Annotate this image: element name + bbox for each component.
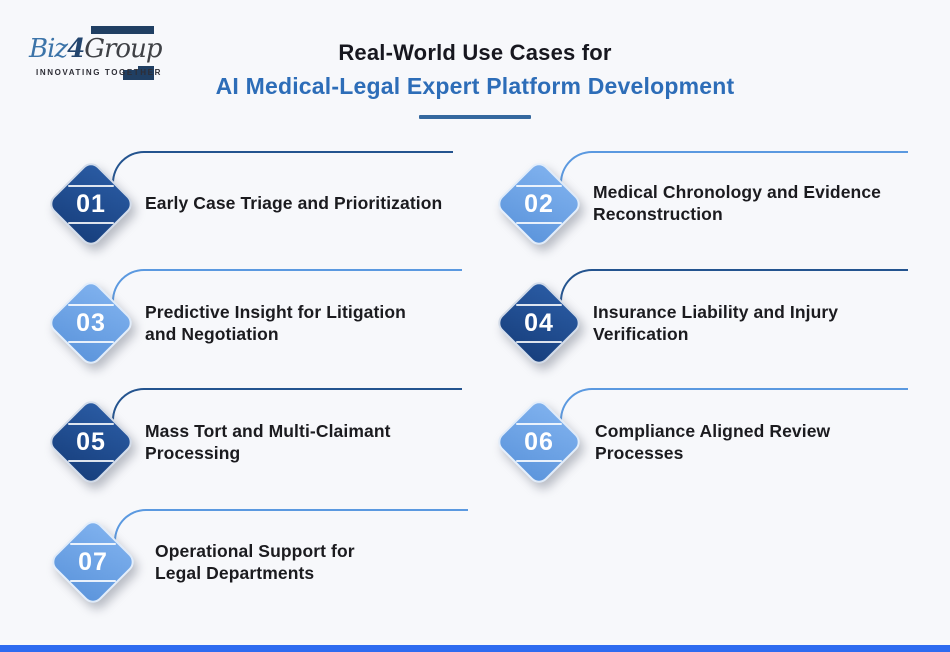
number-rule-bottom <box>70 579 116 582</box>
use-case-label: Predictive Insight for Litigation and Ne… <box>145 301 406 344</box>
page-title: Real-World Use Cases for AI Medical-Lega… <box>0 40 950 119</box>
use-case-label: Mass Tort and Multi-Claimant Processing <box>145 420 391 463</box>
logo-text-4: 4 <box>67 34 85 64</box>
number-rule-top <box>516 184 562 187</box>
title-line-2: AI Medical-Legal Expert Platform Develop… <box>215 73 735 99</box>
connector-line <box>112 388 462 422</box>
use-case-number: 07 <box>78 547 108 576</box>
number-rule-top <box>68 303 114 306</box>
title-line-1: Real-World Use Cases for <box>338 40 612 65</box>
diamond-shape: 03 <box>45 277 137 369</box>
use-case-label: Operational Support for Legal Department… <box>155 540 355 583</box>
number-diamond: 07 <box>47 516 139 608</box>
number-rule-bottom <box>68 221 114 224</box>
use-case-label: Early Case Triage and Prioritization <box>145 192 443 213</box>
number-rule-bottom <box>516 340 562 343</box>
use-case-number: 05 <box>76 427 106 456</box>
use-case-number: 04 <box>524 308 554 337</box>
use-case-label: Medical Chronology and Evidence Reconstr… <box>593 181 882 224</box>
diamond-content: 05 <box>61 412 121 472</box>
number-rule-bottom <box>516 459 562 462</box>
use-case-number: 03 <box>76 308 106 337</box>
connector-line <box>560 269 908 303</box>
diamond-shape: 05 <box>45 396 137 488</box>
number-rule-bottom <box>68 340 114 343</box>
number-rule-bottom <box>516 221 562 224</box>
diamond-content: 07 <box>63 532 123 592</box>
number-diamond: 03 <box>45 277 137 369</box>
use-case-number: 06 <box>524 427 554 456</box>
diamond-shape: 06 <box>493 396 585 488</box>
title-underline <box>419 115 531 119</box>
diamond-shape: 01 <box>45 158 137 250</box>
connector-line <box>112 151 453 185</box>
logo-text-group: Group <box>84 34 162 64</box>
diamond-shape: 02 <box>493 158 585 250</box>
number-diamond: 02 <box>493 158 585 250</box>
logo-frame-top <box>91 26 154 36</box>
number-rule-bottom <box>68 459 114 462</box>
number-diamond: 04 <box>493 277 585 369</box>
number-diamond: 06 <box>493 396 585 488</box>
connector-line <box>112 269 462 303</box>
diamond-content: 03 <box>61 293 121 353</box>
diamond-shape: 04 <box>493 277 585 369</box>
diamond-shape: 07 <box>47 516 139 608</box>
connector-line <box>114 509 468 543</box>
number-rule-top <box>70 542 116 545</box>
number-rule-top <box>516 422 562 425</box>
diamond-content: 06 <box>509 412 569 472</box>
use-case-number: 02 <box>524 189 554 218</box>
diamond-content: 02 <box>509 174 569 234</box>
number-rule-top <box>68 184 114 187</box>
logo-wordmark: Biz4Group <box>26 34 166 66</box>
diamond-content: 04 <box>509 293 569 353</box>
use-case-label: Compliance Aligned Review Processes <box>595 420 831 463</box>
logo-frame-bottom <box>123 70 154 80</box>
use-case-number: 01 <box>76 189 106 218</box>
number-rule-top <box>516 303 562 306</box>
biz4group-logo: Biz4Group INNOVATING TOGETHER <box>25 18 175 90</box>
number-diamond: 01 <box>45 158 137 250</box>
connector-line <box>560 388 908 422</box>
use-case-label: Insurance Liability and Injury Verificat… <box>593 301 839 344</box>
diamond-content: 01 <box>61 174 121 234</box>
number-diamond: 05 <box>45 396 137 488</box>
bottom-accent-bar <box>0 645 950 652</box>
connector-line <box>560 151 908 185</box>
logo-text-biz: Biz <box>29 34 68 64</box>
logo-tagline: INNOVATING TOGETHER <box>36 68 162 77</box>
number-rule-top <box>68 422 114 425</box>
